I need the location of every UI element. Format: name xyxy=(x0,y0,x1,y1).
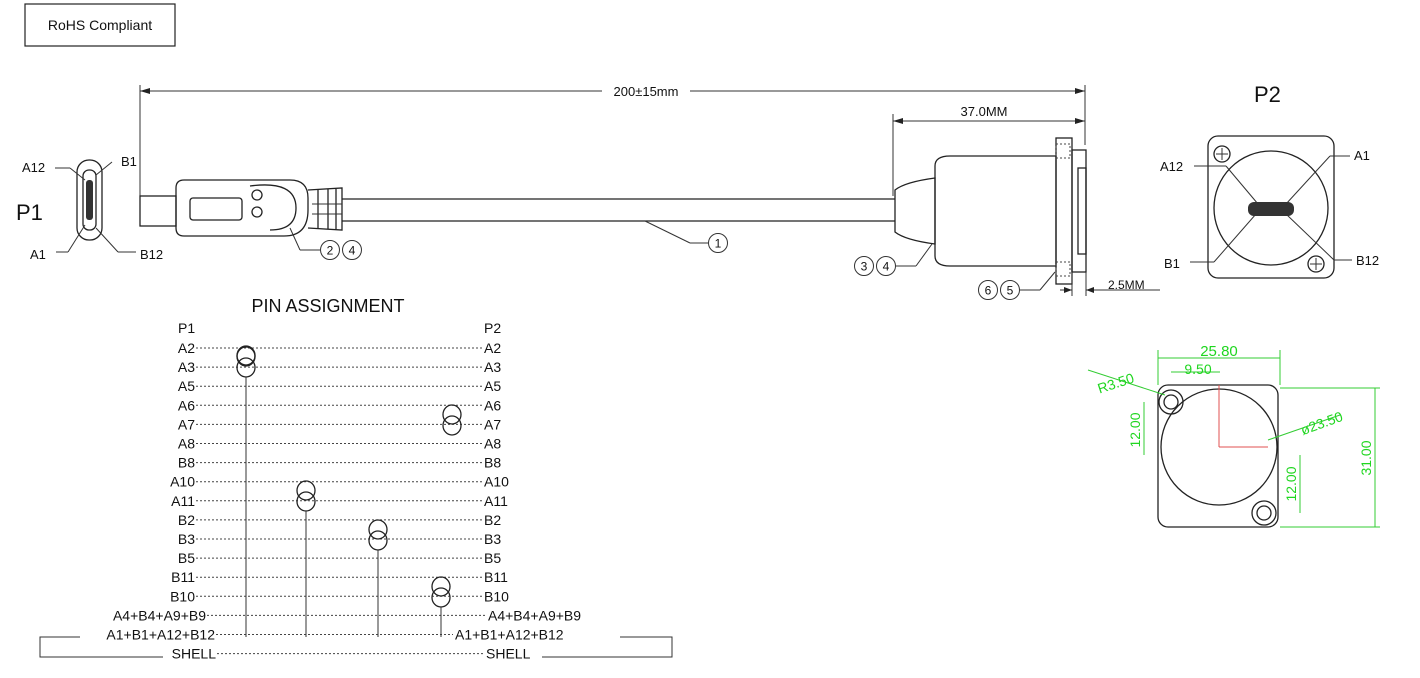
pin-right-label: B11 xyxy=(484,569,508,585)
pin-right-label: A11 xyxy=(484,493,508,509)
flange-label: 2.5MM xyxy=(1108,278,1145,292)
pin-right-label: A6 xyxy=(484,397,501,413)
pin-right-label: A7 xyxy=(484,416,501,432)
pin-left-label: SHELL xyxy=(172,646,217,662)
p1-pin-a12: A12 xyxy=(22,160,45,175)
pin-right-label: B5 xyxy=(484,550,501,566)
rohs-text: RoHS Compliant xyxy=(48,17,152,33)
length-dimension: 200±15mm xyxy=(139,84,1086,196)
mount-hole-v-right-label: 12.00 xyxy=(1283,466,1299,501)
pin-left-label: A10 xyxy=(170,474,195,490)
pin-left-label: B10 xyxy=(170,588,195,604)
pin-right-label: A5 xyxy=(484,378,501,394)
p2-pin-b1: B1 xyxy=(1164,256,1180,271)
callout-4b: 4 xyxy=(883,260,890,274)
pin-left-head: P1 xyxy=(178,320,195,336)
pin-right-label: B3 xyxy=(484,531,501,547)
callout-3: 3 xyxy=(861,260,868,274)
usb-c-plug xyxy=(139,179,343,237)
pin-left-label: B8 xyxy=(178,455,195,471)
pin-left-label: B3 xyxy=(178,531,195,547)
mount-hole-offset-label: 9.50 xyxy=(1184,361,1211,377)
pin-right-label: B10 xyxy=(484,588,509,604)
pin-right-head: P2 xyxy=(484,320,501,336)
mount-radius-label: R3.50 xyxy=(1095,370,1136,397)
mount-hole-v-left-label: 12.00 xyxy=(1127,412,1143,447)
pin-right-label: B8 xyxy=(484,455,501,471)
p1-pin-b1: B1 xyxy=(121,154,137,169)
p2-face-view: P2 A12 A1 B1 B12 xyxy=(1160,82,1379,279)
pin-left-label: A3 xyxy=(178,359,195,375)
pin-left-label: A1+B1+A12+B12 xyxy=(106,627,215,643)
pin-left-label: A7 xyxy=(178,416,195,432)
pin-right-label: A10 xyxy=(484,474,509,490)
callout-5: 5 xyxy=(1007,284,1014,298)
panel-depth-label: 37.0MM xyxy=(961,104,1008,119)
p2-pin-b12: B12 xyxy=(1356,253,1379,268)
twisted-pairs xyxy=(236,345,462,637)
callouts: 1 2 4 3 4 6 5 xyxy=(320,233,1022,300)
mount-bore-label: ø23.50 xyxy=(1298,408,1345,438)
pin-left-label: B11 xyxy=(171,569,195,585)
mount-height-label: 31.00 xyxy=(1358,440,1374,475)
callout-6: 6 xyxy=(985,284,992,298)
pin-left-label: B2 xyxy=(178,512,195,528)
rohs-badge: RoHS Compliant xyxy=(24,3,176,47)
callout-1: 1 xyxy=(715,237,722,251)
pin-right-label: A1+B1+A12+B12 xyxy=(455,627,564,643)
cable xyxy=(342,198,895,244)
callout-4: 4 xyxy=(349,244,356,258)
pin-right-label: A8 xyxy=(484,436,501,452)
p1-title: P1 xyxy=(16,200,43,225)
mount-width-label: 25.80 xyxy=(1200,343,1238,360)
p1-face-view: P1 A12 B1 A1 B12 xyxy=(16,154,163,262)
pin-assignment-title: PIN ASSIGNMENT xyxy=(251,296,404,316)
pin-left-label: A2 xyxy=(178,340,195,356)
length-label: 200±15mm xyxy=(614,84,679,99)
pin-right-label: A3 xyxy=(484,359,501,375)
p1-pin-b12: B12 xyxy=(140,247,163,262)
pin-right-label: SHELL xyxy=(486,646,531,662)
pin-right-label: A2 xyxy=(484,340,501,356)
callout-2: 2 xyxy=(327,244,334,258)
p2-pin-a1: A1 xyxy=(1354,148,1370,163)
pin-right-label: B2 xyxy=(484,512,501,528)
panel-receptacle-side: 2.5MM xyxy=(289,137,1160,296)
p2-title: P2 xyxy=(1254,82,1281,107)
pin-left-label: B5 xyxy=(178,550,195,566)
pin-left-label: A6 xyxy=(178,397,195,413)
shield-bracket xyxy=(39,636,673,658)
pin-left-label: A11 xyxy=(171,493,195,509)
panel-depth-dimension: 37.0MM xyxy=(892,104,1085,196)
pin-left-label: A8 xyxy=(178,436,195,452)
pin-left-label: A5 xyxy=(178,378,195,394)
pin-left-label: A4+B4+A9+B9 xyxy=(113,607,206,623)
panel-mount-dimensions: 25.80 9.50 R3.50 12.00 ø23.50 12.00 31.0… xyxy=(1087,343,1380,528)
pin-right-label: A4+B4+A9+B9 xyxy=(488,607,581,623)
p2-pin-a12: A12 xyxy=(1160,159,1183,174)
p1-pin-a1: A1 xyxy=(30,247,46,262)
